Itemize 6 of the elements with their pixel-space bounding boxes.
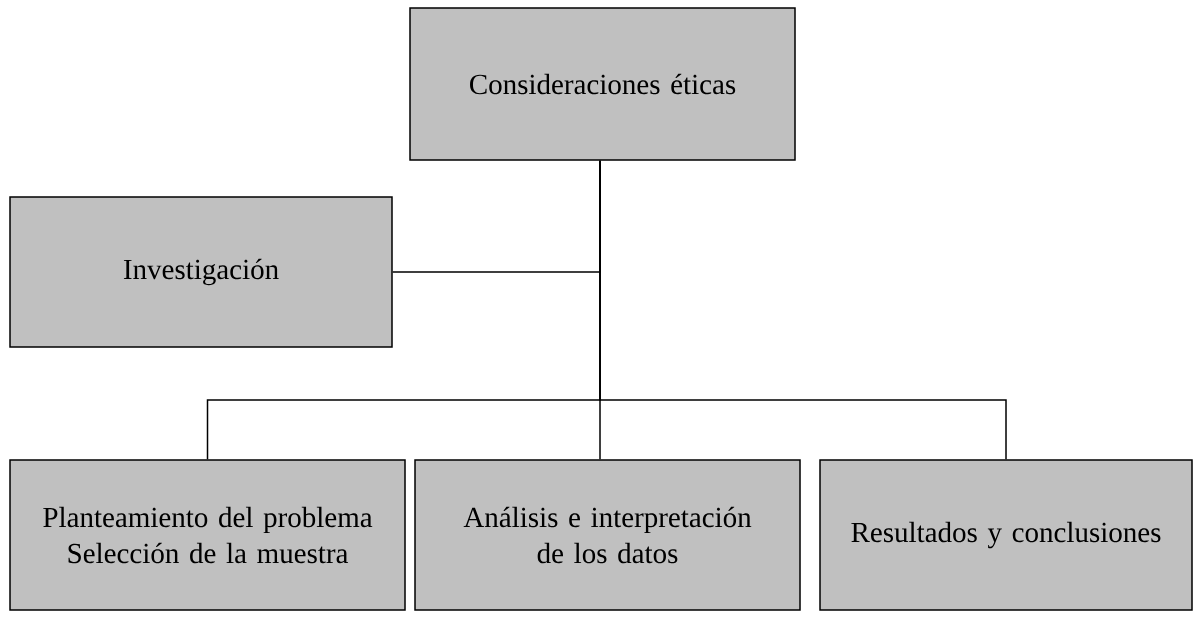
process-box: Análisis e interpretación de los datos bbox=[414, 459, 801, 611]
connector-line bbox=[599, 160, 1007, 460]
process-box: Consideraciones éticas bbox=[409, 7, 796, 161]
process-box: Investigación bbox=[9, 196, 393, 348]
process-box: Planteamiento del problema Selección de la muestra bbox=[9, 459, 406, 611]
process-box: Resultados y conclusiones bbox=[819, 459, 1193, 611]
